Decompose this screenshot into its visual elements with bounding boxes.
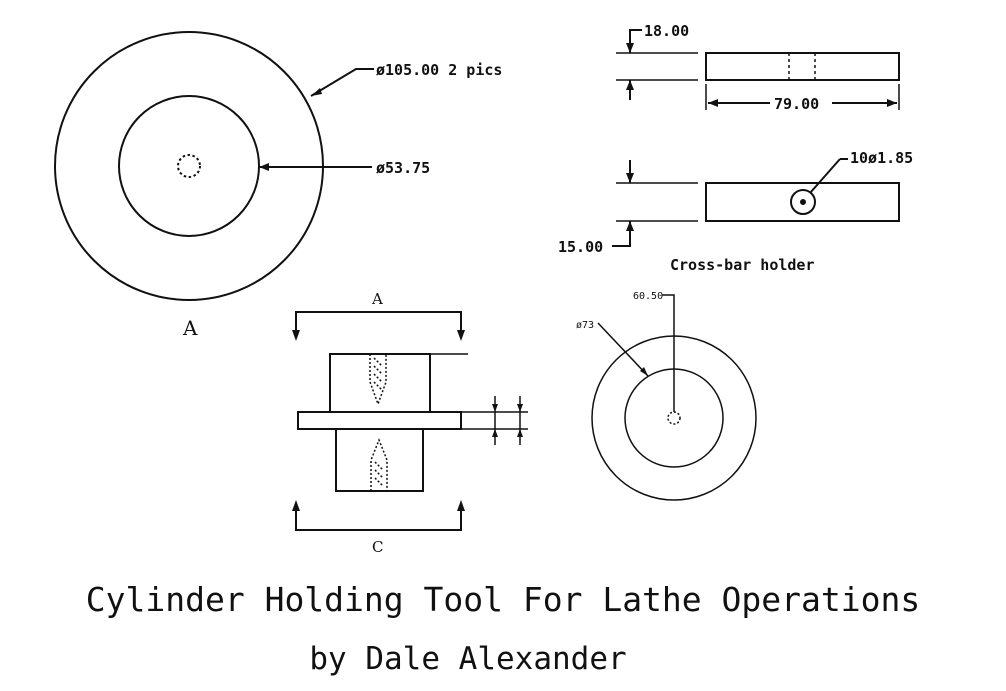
small-view-arrows — [640, 367, 648, 376]
plate-arrow-1 — [492, 404, 498, 412]
small-top-label: 60.50 — [633, 291, 663, 302]
crossbar-top-arrows — [626, 43, 897, 107]
plate-arrow-3 — [517, 404, 523, 412]
outer-diameter-arrow — [311, 88, 322, 96]
small-diameter-leader — [597, 322, 649, 377]
crossbar-caption: Cross-bar holder — [670, 256, 815, 274]
view-a — [54, 31, 374, 301]
crossbar-hole — [790, 189, 816, 215]
crossbar-width-label: 15.00 — [558, 238, 603, 256]
plate-arrow-4 — [517, 429, 523, 437]
drawing-title: Cylinder Holding Tool For Lathe Operatio… — [86, 580, 920, 619]
hole-leader — [809, 158, 841, 194]
small-center-bolt — [667, 411, 681, 425]
plate-arrow-2 — [492, 429, 498, 437]
upper-body — [329, 353, 431, 413]
width-arrow-top — [626, 173, 634, 183]
upper-bolt-hole — [369, 354, 387, 407]
width-dim-bottom — [612, 221, 631, 247]
small-diameter-label: ø73 — [576, 320, 594, 331]
section-arrows — [292, 330, 523, 511]
height-arrow-top — [626, 43, 634, 53]
crossbar-side-rect — [705, 182, 900, 222]
crossbar-hole-center — [800, 199, 806, 205]
view-a-letter: A — [182, 316, 198, 340]
length-arrow-right — [887, 99, 897, 107]
crossbar-hole-label: 10ø1.85 — [850, 149, 913, 167]
length-arrow-left — [708, 99, 718, 107]
center-bolt-circle — [177, 154, 201, 178]
inner-circle — [118, 95, 260, 237]
crossbar-height-label: 18.00 — [644, 22, 689, 40]
lower-bolt-hole — [370, 437, 388, 491]
height-dim-top — [629, 29, 642, 53]
width-arrow-bottom — [626, 221, 634, 231]
bottom-bracket — [295, 504, 462, 531]
crossbar-length-label: 79.00 — [774, 95, 819, 113]
section-bottom-label: C — [372, 538, 383, 556]
top-bracket-arrow-left — [292, 330, 300, 341]
inner-diameter-label: ø53.75 — [376, 159, 430, 177]
top-bracket — [295, 311, 462, 337]
crossbar-top-rect — [705, 52, 900, 81]
height-arrow-bottom — [626, 80, 634, 90]
crossbar-side-arrows — [626, 173, 634, 231]
small-diameter-arrow — [640, 367, 648, 376]
crossbar-top-view — [616, 29, 900, 110]
lower-body — [335, 428, 424, 492]
outer-diameter-leader — [310, 68, 374, 97]
center-plate — [297, 411, 462, 430]
drawing-author: by Dale Alexander — [309, 641, 626, 677]
small-top-leader — [662, 294, 675, 412]
section-top-label: A — [371, 290, 383, 308]
bottom-bracket-arrow-left — [292, 500, 300, 511]
section-view — [295, 311, 528, 531]
crossbar-side-view — [612, 158, 900, 247]
outer-diameter-label: ø105.00 2 pics — [376, 61, 502, 79]
inner-diameter-arrow — [259, 163, 269, 171]
small-view — [591, 294, 757, 501]
bottom-bracket-arrow-right — [457, 500, 465, 511]
top-bracket-arrow-right — [457, 330, 465, 341]
